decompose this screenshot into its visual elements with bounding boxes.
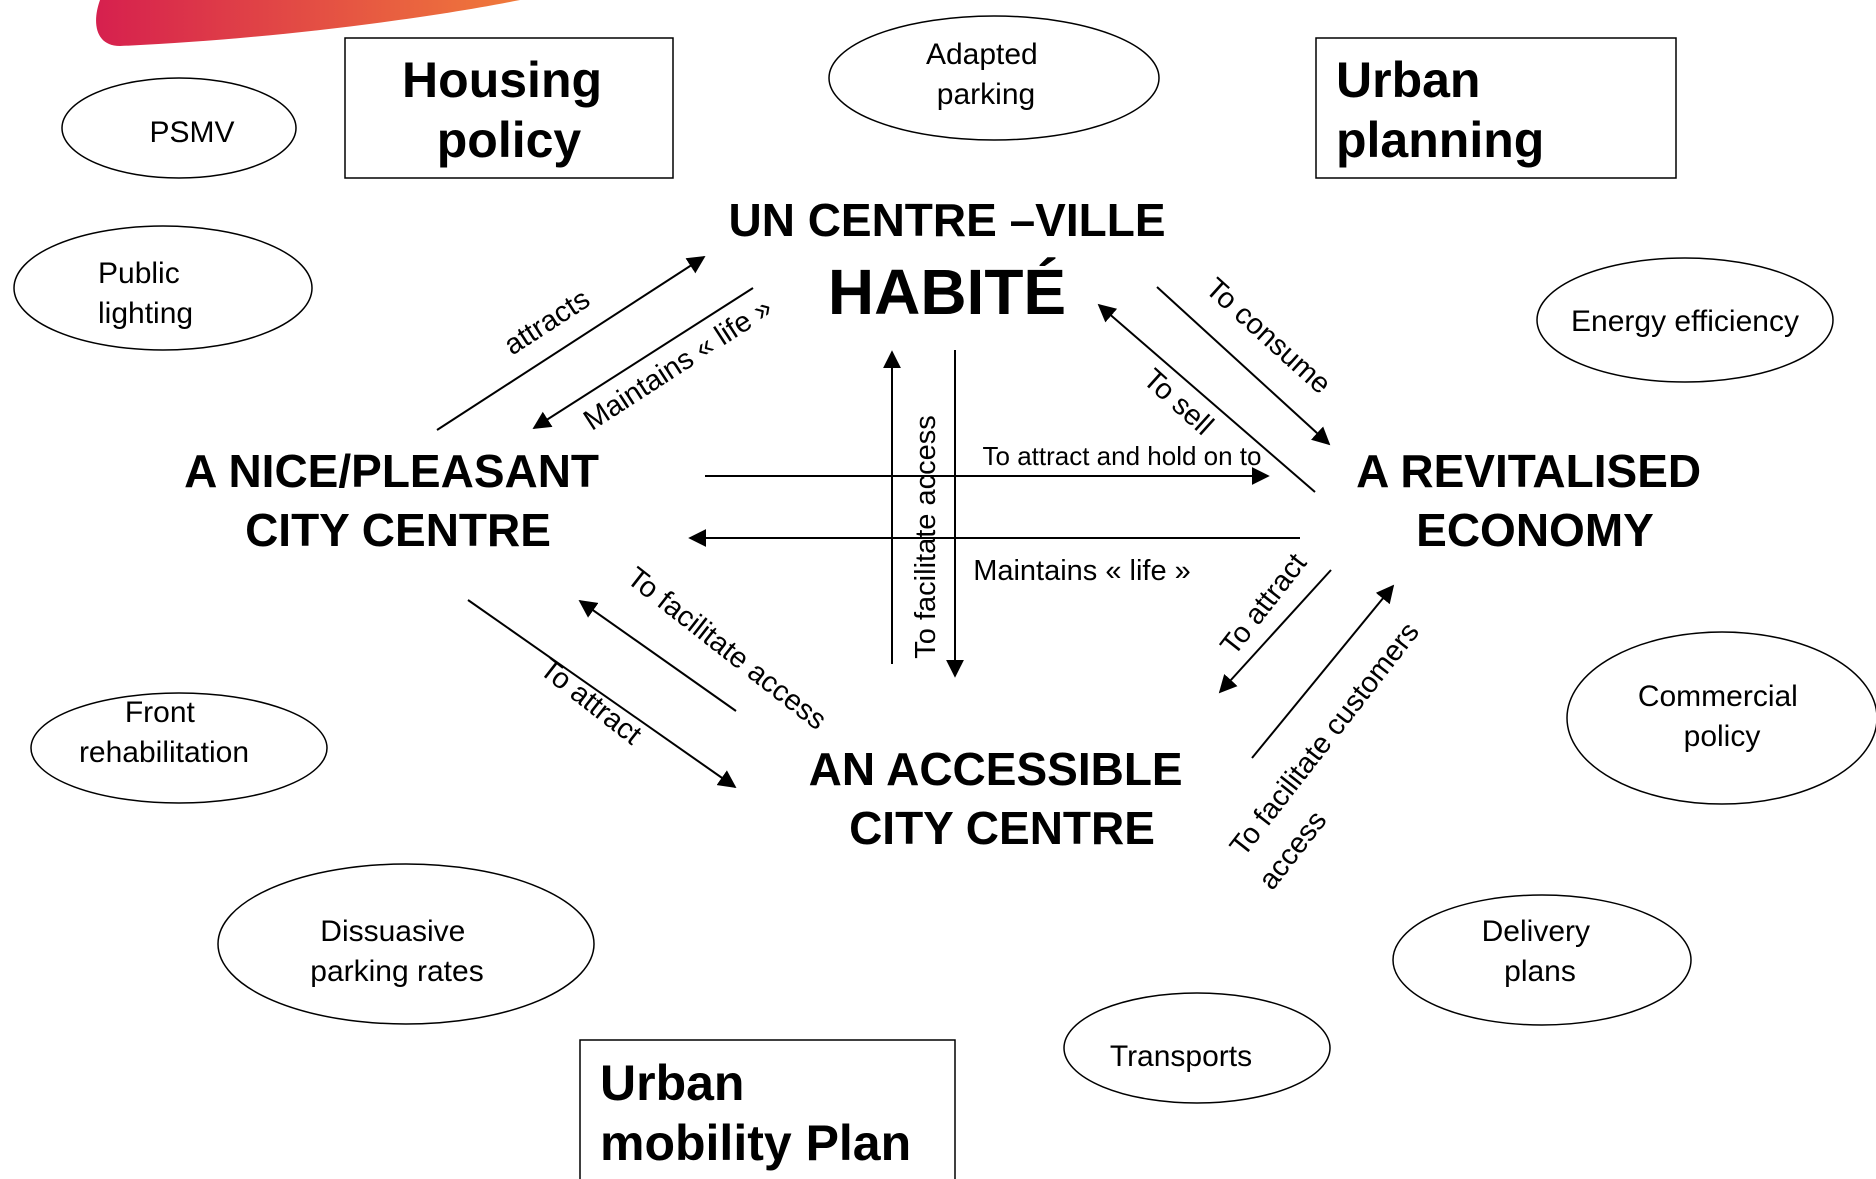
box-housing-policy: Housing policy bbox=[344, 37, 674, 179]
svg-text:attracts: attracts bbox=[499, 283, 596, 362]
box-urban-mobility-plan: Urban mobility Plan bbox=[579, 1039, 956, 1179]
svg-text:To attract and hold on to: To attract and hold on to bbox=[983, 441, 1262, 471]
arrow-to-sell bbox=[1097, 303, 1316, 493]
svg-text:Transports: Transports bbox=[1110, 1040, 1252, 1073]
label-to-sell: To sell bbox=[1137, 363, 1220, 442]
oval-public-lighting: Public lighting bbox=[13, 225, 313, 351]
oval-energy-efficiency: Energy efficiency bbox=[1536, 257, 1834, 383]
box-housing-policy-line1: Housing bbox=[402, 52, 602, 108]
svg-text:Public lighting: Public lighting bbox=[98, 257, 193, 330]
oval-front-rehabilitation-line1: Front bbox=[125, 696, 196, 729]
arrow-maintains-life-1 bbox=[532, 287, 754, 429]
box-urban-mobility-line2: mobility Plan bbox=[600, 1115, 911, 1171]
label-to-facilitate-access-diagonal: To facilitate access bbox=[621, 561, 832, 736]
svg-text:Delivery plans: Delivery plans bbox=[1482, 915, 1599, 988]
oval-front-rehabilitation-line2: rehabilitation bbox=[79, 736, 249, 769]
svg-text:Commercial policy: Commercial policy bbox=[1638, 680, 1806, 753]
oval-adapted-parking-line1: Adapted bbox=[926, 38, 1038, 71]
svg-text:Housing policy: Housing policy bbox=[402, 52, 616, 168]
oval-psmv: PSMV bbox=[61, 77, 297, 179]
oval-energy-efficiency-line1: Energy efficiency bbox=[1571, 305, 1799, 338]
svg-text:Energy efficiency: Energy efficiency bbox=[1571, 305, 1799, 338]
node-revitalised-line2: ECONOMY bbox=[1416, 504, 1654, 556]
edges bbox=[436, 256, 1395, 789]
svg-text:To facilitate access: To facilitate access bbox=[910, 415, 942, 658]
box-urban-planning-line1: Urban bbox=[1336, 52, 1480, 108]
svg-text:To consume: To consume bbox=[1199, 272, 1337, 400]
arrow-facilitate-customers bbox=[1251, 584, 1395, 759]
svg-text:Maintains « life »: Maintains « life » bbox=[578, 292, 778, 437]
box-urban-mobility-line1: Urban bbox=[600, 1055, 744, 1111]
logo-swoosh bbox=[96, 0, 520, 46]
svg-text:Front rehabilitation: Front rehabilitation bbox=[79, 696, 249, 769]
oval-transports-line1: Transports bbox=[1110, 1040, 1252, 1073]
svg-text:A NICE/PLEASANT CITY CEN: A NICE/PLEASANT CITY CENTRE bbox=[184, 445, 612, 556]
oval-dissuasive-parking-rates: Dissuasive parking rates bbox=[217, 863, 595, 1025]
svg-text:HABITÉ: HABITÉ bbox=[828, 256, 1066, 328]
svg-text:To facilitate access: To facilitate access bbox=[621, 561, 832, 736]
svg-text:To attract: To attract bbox=[534, 653, 648, 752]
svg-text:To sell: To sell bbox=[1137, 363, 1220, 442]
oval-public-lighting-line2: lighting bbox=[98, 297, 193, 330]
arrow-to-attract-left bbox=[467, 599, 737, 789]
svg-text:UN CENTRE –VILLE: UN CENTRE –VILLE bbox=[728, 194, 1165, 246]
node-accessible-line2: CITY CENTRE bbox=[849, 802, 1155, 854]
oval-front-rehabilitation: Front rehabilitation bbox=[30, 692, 328, 804]
svg-text:A REVITALISED ECONOMY: A REVITALISED ECONOMY bbox=[1356, 445, 1714, 556]
oval-delivery-plans: Delivery plans bbox=[1392, 894, 1692, 1026]
node-pleasant-line1: A NICE/PLEASANT bbox=[184, 445, 599, 497]
arrow-to-consume bbox=[1156, 286, 1331, 446]
label-to-attract-left: To attract bbox=[534, 653, 648, 752]
arrow-attracts bbox=[436, 256, 706, 431]
node-pleasant: A NICE/PLEASANT CITY CENTRE bbox=[184, 445, 612, 556]
label-maintains-life-2: Maintains « life » bbox=[973, 555, 1191, 587]
arrow-facilitate-access-diag bbox=[578, 599, 737, 712]
box-housing-policy-line2: policy bbox=[437, 112, 582, 168]
node-accessible-line1: AN ACCESSIBLE bbox=[809, 743, 1183, 795]
svg-text:Urban planning: Urban planning bbox=[1336, 52, 1544, 168]
oval-public-lighting-line1: Public bbox=[98, 257, 180, 290]
oval-commercial-policy-line1: Commercial bbox=[1638, 680, 1798, 713]
oval-commercial-policy-line2: policy bbox=[1684, 720, 1761, 753]
oval-delivery-plans-line2: plans bbox=[1504, 955, 1576, 988]
node-revitalised: A REVITALISED ECONOMY bbox=[1356, 445, 1714, 556]
node-revitalised-line1: A REVITALISED bbox=[1356, 445, 1701, 497]
label-to-facilitate-access-vertical: To facilitate access bbox=[910, 415, 942, 658]
oval-dissuasive-line1: Dissuasive bbox=[320, 915, 465, 948]
label-attracts: attracts bbox=[499, 283, 596, 362]
node-habite-line1: UN CENTRE –VILLE bbox=[728, 194, 1165, 246]
oval-commercial-policy: Commercial policy bbox=[1566, 631, 1876, 805]
svg-text:Urban mobility Plan: Urban mobility Plan bbox=[600, 1055, 911, 1171]
svg-text:Dissuasive parking rates: Dissuasive parking rates bbox=[310, 915, 483, 988]
svg-text:Adapted parking: Adapted parking bbox=[926, 38, 1046, 111]
oval-delivery-plans-line1: Delivery bbox=[1482, 915, 1590, 948]
svg-text:PSMV: PSMV bbox=[149, 116, 234, 149]
oval-dissuasive-line2: parking rates bbox=[310, 955, 483, 988]
label-to-consume: To consume bbox=[1199, 272, 1337, 400]
oval-transports: Transports bbox=[1063, 992, 1331, 1104]
box-urban-planning: Urban planning bbox=[1315, 37, 1677, 179]
node-pleasant-line2: CITY CENTRE bbox=[245, 504, 551, 556]
svg-text:Maintains « life »: Maintains « life » bbox=[973, 555, 1191, 587]
svg-text:AN ACCESSIBLE CITY CENTR: AN ACCESSIBLE CITY CENTRE bbox=[809, 743, 1196, 854]
oval-adapted-parking: Adapted parking bbox=[828, 15, 1160, 141]
label-to-attract-hold: To attract and hold on to bbox=[983, 441, 1262, 471]
node-habite: UN CENTRE –VILLE HABITÉ bbox=[728, 194, 1165, 328]
box-urban-planning-line2: planning bbox=[1336, 112, 1544, 168]
label-maintains-life-1: Maintains « life » bbox=[578, 292, 778, 437]
node-accessible: AN ACCESSIBLE CITY CENTRE bbox=[809, 743, 1196, 854]
arrow-to-attract-right bbox=[1218, 569, 1332, 694]
oval-psmv-line1: PSMV bbox=[149, 116, 234, 149]
oval-adapted-parking-line2: parking bbox=[937, 78, 1035, 111]
node-habite-line2: HABITÉ bbox=[828, 256, 1066, 328]
